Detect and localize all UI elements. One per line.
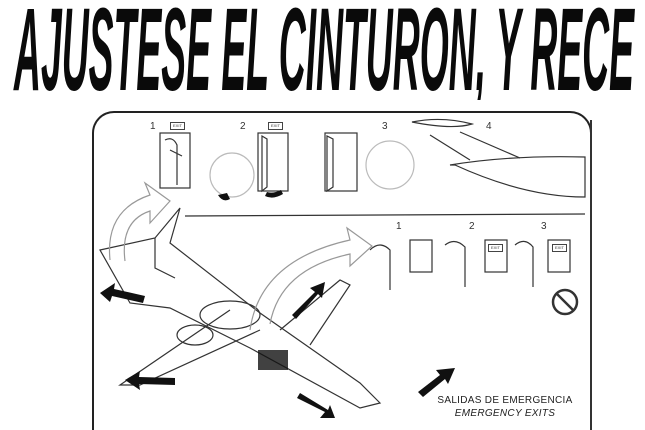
- window-step-1-number: 1: [396, 221, 402, 232]
- step-3-number: 3: [382, 121, 388, 132]
- exit-sign: EXIT: [488, 244, 503, 252]
- headline-block: AJUSTESE EL CINTURON, Y RECE: [13, 0, 635, 100]
- step-4-number: 4: [486, 121, 492, 132]
- step-2-number: 2: [240, 121, 246, 132]
- caption-spanish: SALIDAS DE EMERGENCIA: [437, 395, 573, 406]
- headline: AJUSTESE EL CINTURON, Y RECE: [13, 0, 635, 100]
- exit-sign: EXIT: [170, 122, 185, 130]
- window-step-3-number: 3: [541, 221, 547, 232]
- emergency-exits-caption: SALIDAS DE EMERGENCIA EMERGENCY EXITS: [430, 394, 580, 420]
- exit-sign: EXIT: [552, 244, 567, 252]
- exit-sign: EXIT: [268, 122, 283, 130]
- caption-english: EMERGENCY EXITS: [454, 408, 556, 419]
- window-step-2-number: 2: [469, 221, 475, 232]
- step-1-number: 1: [150, 121, 156, 132]
- column-rule: [590, 120, 592, 430]
